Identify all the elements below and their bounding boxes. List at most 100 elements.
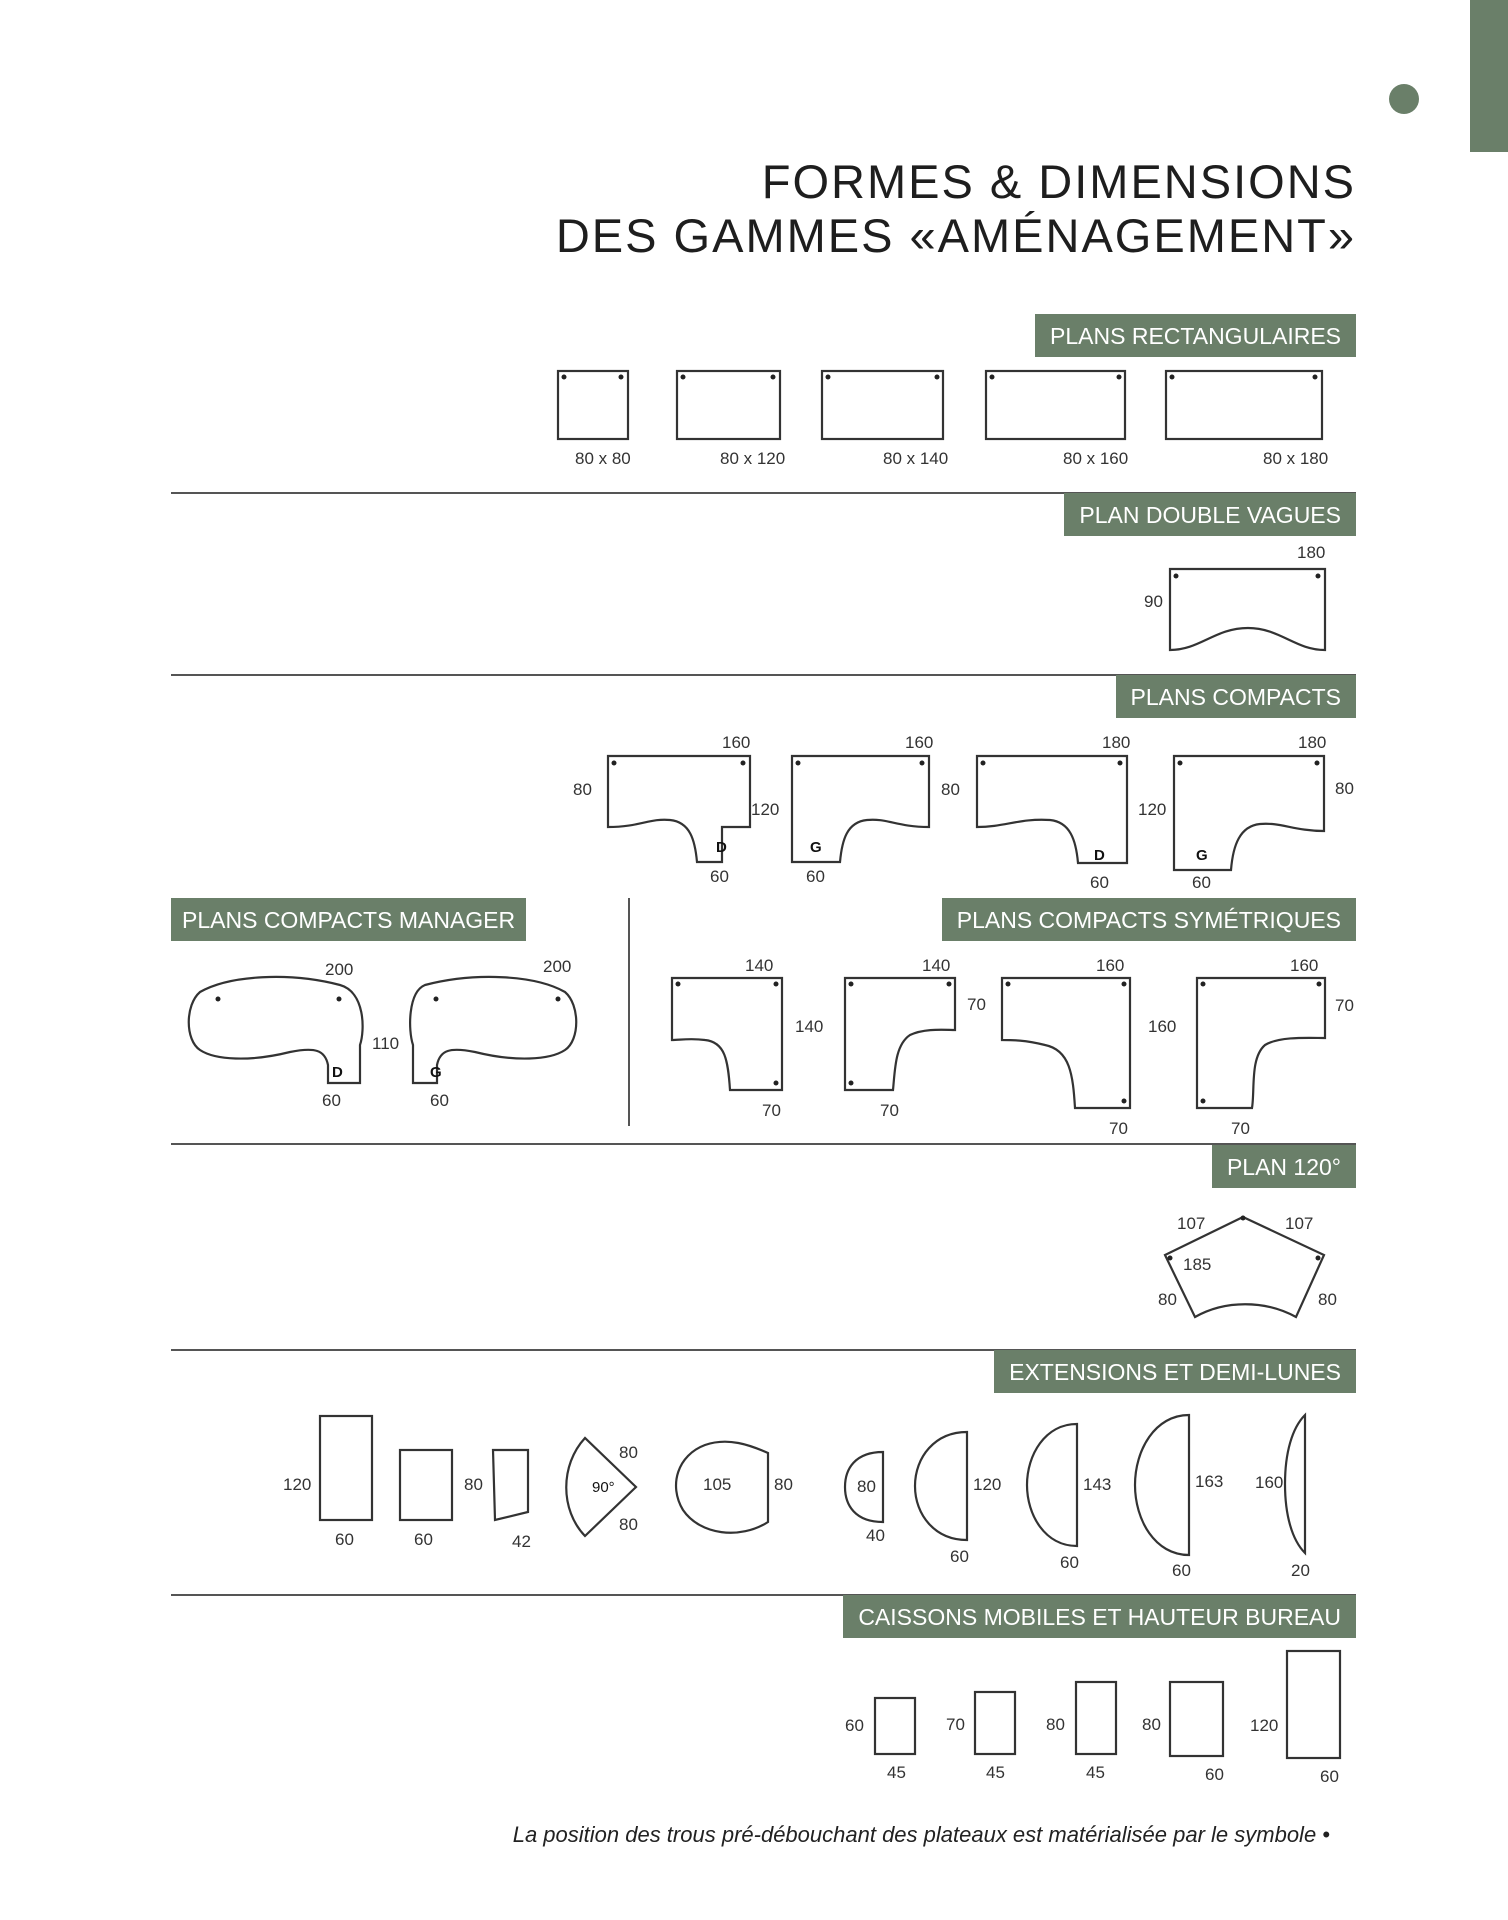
rect-80x80: 80 x 80	[556, 369, 631, 468]
sym-140-b: 140 70 70	[843, 956, 986, 1120]
dim-label: 80 x 120	[720, 449, 785, 468]
dim-label: 80	[1318, 1290, 1337, 1309]
dim-label: 80	[941, 780, 960, 799]
demi-lune-160x20: 160 20	[1255, 1412, 1310, 1580]
dim-label: G	[430, 1064, 442, 1081]
dim-label: 80 x 180	[1263, 449, 1328, 468]
dim-label: 143	[1083, 1475, 1111, 1494]
dim-label: 160	[905, 733, 933, 752]
dim-label: 160	[722, 733, 750, 752]
caisson-60x45: 60 45	[845, 1696, 917, 1782]
tag-plan-120: PLAN 120°	[1211, 1145, 1356, 1188]
demi-lune-80x40: 80 40	[843, 1450, 885, 1545]
dim-label: D	[332, 1064, 343, 1081]
dim-label: 200	[325, 960, 353, 979]
corner-bracket-inner	[1356, 0, 1470, 37]
dim-label: 163	[1195, 1472, 1223, 1491]
demi-lune-143x60: 143 60	[1025, 1422, 1111, 1572]
rect-80x180: 80 x 180	[1164, 369, 1328, 468]
dim-label: 60	[430, 1091, 449, 1110]
dim-label: 60	[1060, 1553, 1079, 1572]
dim-label: 60	[1192, 873, 1211, 892]
dim-label: 120	[751, 800, 779, 819]
dim-label: 120	[1138, 800, 1166, 819]
dim-label: 180	[1297, 543, 1325, 562]
manager-d: 200 110 60 D	[187, 960, 399, 1110]
ext-120x60: 120 60	[283, 1414, 374, 1549]
divider	[171, 674, 1356, 676]
dim-label: 80 x 80	[575, 449, 631, 468]
divider	[171, 1349, 1356, 1351]
dim-label: 180	[1102, 733, 1130, 752]
compact-160-g: 160 80 60 G	[790, 733, 960, 886]
hauteur-bureau-120x60: 120 60	[1250, 1649, 1342, 1786]
dim-label: G	[1196, 847, 1208, 864]
ext-80x60: 80 60	[398, 1448, 483, 1549]
dim-label: 80	[857, 1477, 876, 1496]
manager-g: 200 60 G	[409, 957, 578, 1110]
ext-quart-rond-90: 80 90° 80	[565, 1436, 638, 1538]
dim-label: 80 x 140	[883, 449, 948, 468]
tag-plans-compacts-symetriques: PLANS COMPACTS SYMÉTRIQUES	[941, 898, 1356, 941]
footer-note: La position des trous pré-débouchant des…	[512, 1822, 1330, 1847]
demi-lune-120x60: 120 60	[913, 1430, 1001, 1566]
dim-label: 200	[543, 957, 571, 976]
dim-label: 80	[573, 780, 592, 799]
dim-label: 80 x 160	[1063, 449, 1128, 468]
dim-label: D	[1094, 847, 1105, 864]
dim-label: 60	[806, 867, 825, 886]
dim-label: 160	[1255, 1473, 1283, 1492]
plan-120-shape: 107 107 185 80 80	[1158, 1214, 1337, 1319]
dim-label: 160	[1148, 1017, 1176, 1036]
sym-160-b: 160 70 70	[1195, 956, 1354, 1138]
compact-160-d: 160 80 120 60 D	[573, 733, 779, 886]
dim-label: 110	[372, 1034, 399, 1053]
tag-plans-rectangulaires: PLANS RECTANGULAIRES	[1035, 314, 1356, 357]
sym-140-a: 140 140 70	[670, 956, 823, 1120]
page-title-line1: FORMES & DIMENSIONS	[761, 155, 1356, 208]
dim-label: 107	[1285, 1214, 1313, 1233]
dim-label: G	[810, 839, 822, 856]
dim-label: 90	[1144, 592, 1163, 611]
tag-extensions-demi-lunes: EXTENSIONS ET DEMI-LUNES	[994, 1350, 1356, 1393]
caisson-80x60: 80 60	[1142, 1680, 1225, 1784]
dim-label: D	[716, 839, 727, 856]
tag-plans-compacts: PLANS COMPACTS	[1115, 675, 1356, 718]
dim-label: 120	[973, 1475, 1001, 1494]
dim-label: 80	[464, 1475, 483, 1494]
dim-label: 90°	[592, 1479, 615, 1496]
dim-label: 45	[986, 1763, 1005, 1782]
dim-label: 107	[1177, 1214, 1205, 1233]
ext-105x80: 105 80	[674, 1440, 793, 1534]
vertical-divider	[628, 898, 630, 1126]
dim-label: 80	[1046, 1715, 1065, 1734]
dim-label: 80	[1142, 1715, 1161, 1734]
dim-label: 70	[967, 995, 986, 1014]
dim-label: 160	[1096, 956, 1124, 975]
dim-label: 60	[845, 1716, 864, 1735]
dim-label: 120	[1250, 1716, 1278, 1735]
rect-80x160: 80 x 160	[984, 369, 1128, 468]
dim-label: 140	[795, 1017, 823, 1036]
dim-label: 70	[880, 1101, 899, 1120]
dim-label: 80	[1158, 1290, 1177, 1309]
dim-label: 80	[1335, 779, 1354, 798]
rect-80x140: 80 x 140	[820, 369, 948, 468]
tag-caissons-mobiles: CAISSONS MOBILES ET HAUTEUR BUREAU	[843, 1595, 1356, 1638]
dim-label: 80	[619, 1515, 638, 1534]
dim-label: 60	[322, 1091, 341, 1110]
compact-180-d: 180 120 60 D	[975, 733, 1166, 892]
rect-80x120: 80 x 120	[675, 369, 785, 468]
dim-label: 70	[946, 1715, 965, 1734]
divider	[171, 1594, 1356, 1596]
ext-80x42: 42	[491, 1448, 531, 1551]
dim-label: 60	[1172, 1561, 1191, 1580]
dim-label: 160	[1290, 956, 1318, 975]
dim-label: 60	[1090, 873, 1109, 892]
dim-label: 140	[922, 956, 950, 975]
dim-label: 70	[1231, 1119, 1250, 1138]
dim-label: 60	[1320, 1767, 1339, 1786]
dim-label: 40	[866, 1526, 885, 1545]
compact-180-g: 180 80 60 G	[1172, 733, 1354, 892]
